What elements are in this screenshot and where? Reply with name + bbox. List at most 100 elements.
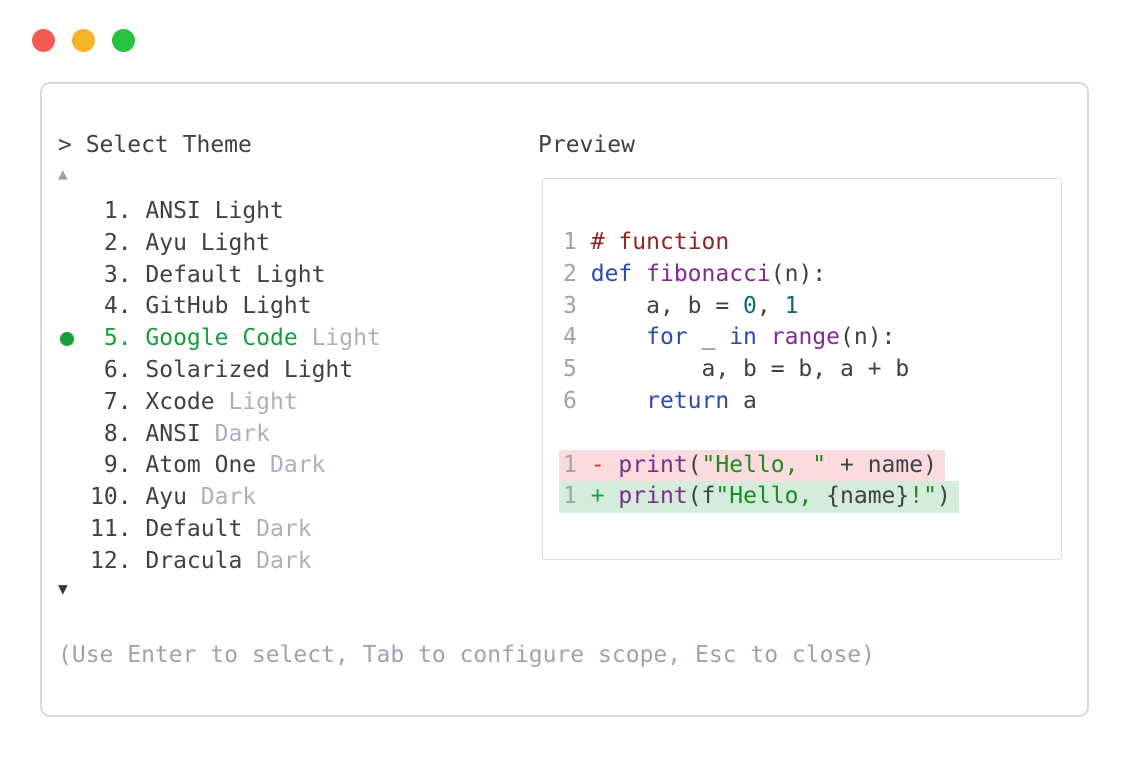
bullet-spacer xyxy=(58,482,90,514)
scroll-down-icon[interactable]: ▼ xyxy=(58,579,68,598)
line-number: 1 xyxy=(563,483,577,510)
code-token: fibonacci xyxy=(646,260,771,287)
prompt-header: > Select Theme xyxy=(58,132,252,158)
code-line-content: 4 for _ in range(n): xyxy=(563,324,895,350)
theme-picker-panel: > Select Theme ▲ 1. ANSI Light 2. Ayu Li… xyxy=(40,82,1089,717)
theme-number: 10. xyxy=(90,484,132,511)
code-token: , xyxy=(756,292,785,319)
scroll-up-icon[interactable]: ▲ xyxy=(58,164,68,183)
code-line-content: 5 a, b = b, a + b xyxy=(563,356,909,382)
code-token: ) xyxy=(936,483,951,510)
code-token: (n): xyxy=(840,324,896,351)
theme-number: 12. xyxy=(90,547,132,574)
diff-line-added: 1 + print(f"Hello, {name}!") xyxy=(559,481,1061,514)
bullet-spacer xyxy=(58,196,90,228)
theme-number: 6. xyxy=(90,356,132,383)
line-number: 5 xyxy=(563,356,577,383)
theme-variant: Light xyxy=(242,261,326,288)
theme-variant: Dark xyxy=(200,420,271,447)
code-line: 2 def fibonacci(n): xyxy=(563,259,1061,291)
line-number: 1 xyxy=(563,451,577,478)
code-line: 1 # function xyxy=(563,227,1061,259)
theme-number: 8. xyxy=(90,420,132,447)
theme-variant: Dark xyxy=(256,452,326,479)
theme-name: ANSI xyxy=(131,198,201,224)
close-button[interactable] xyxy=(32,29,55,52)
theme-variant: Light xyxy=(297,325,381,352)
code-token: in xyxy=(729,324,757,351)
theme-variant: Light xyxy=(270,356,354,383)
theme-variant: Dark xyxy=(186,484,257,511)
theme-number: 2. xyxy=(90,229,132,256)
line-number: 1 xyxy=(563,229,577,255)
theme-name: Ayu xyxy=(131,229,187,256)
theme-item-ansi-light[interactable]: 1. ANSI Light xyxy=(42,196,542,228)
line-number: 6 xyxy=(563,387,577,414)
code-token xyxy=(591,324,646,350)
code-line: 6 return a xyxy=(563,386,1061,418)
theme-name: GitHub xyxy=(131,293,229,320)
theme-item-atom-one-dark[interactable]: 9. Atom One Dark xyxy=(42,450,542,482)
code-token: range xyxy=(770,324,841,351)
theme-name: Default xyxy=(131,515,243,542)
minimize-button[interactable] xyxy=(72,29,95,52)
theme-number: 11. xyxy=(90,515,132,542)
theme-item-github-light[interactable]: 4. GitHub Light xyxy=(42,291,542,323)
theme-item-ayu-light[interactable]: 2. Ayu Light xyxy=(42,228,542,260)
theme-item-google-code-light[interactable]: 5. Google Code Light xyxy=(42,323,542,355)
code-token: {name} xyxy=(826,483,910,510)
code-token: (f xyxy=(687,483,716,510)
theme-item-ayu-dark[interactable]: 10. Ayu Dark xyxy=(42,482,542,514)
code-line: 3 a, b = 0, 1 xyxy=(563,291,1061,323)
theme-number: 3. xyxy=(90,261,132,288)
code-line-content: 3 a, b = 0, 1 xyxy=(563,293,798,319)
line-number: 4 xyxy=(563,324,577,351)
theme-name: Atom One xyxy=(131,452,257,479)
theme-name: Ayu xyxy=(131,484,187,511)
theme-variant: Dark xyxy=(242,547,312,574)
theme-item-xcode-light[interactable]: 7. Xcode Light xyxy=(42,387,542,419)
theme-list: 1. ANSI Light 2. Ayu Light 3. Default Li… xyxy=(42,196,542,578)
theme-item-default-light[interactable]: 3. Default Light xyxy=(42,260,542,292)
maximize-button[interactable] xyxy=(112,29,135,52)
green-dot-icon xyxy=(60,332,74,347)
footer-hint: (Use Enter to select, Tab to configure s… xyxy=(58,642,875,668)
code-token: print xyxy=(618,451,688,478)
bullet-spacer xyxy=(58,291,90,323)
code-token xyxy=(632,261,646,287)
code-token: a, b = b, a + b xyxy=(590,356,910,383)
bullet-spacer xyxy=(58,514,90,546)
code-token: print xyxy=(618,483,688,510)
code-token: 1 xyxy=(784,292,799,319)
code-token: + name) xyxy=(826,451,937,478)
code-line-content: 1 - print("Hello, " + name) xyxy=(559,449,945,482)
code-token: ( xyxy=(687,451,702,478)
code-token: # function xyxy=(590,229,730,255)
bullet-spacer xyxy=(58,260,90,292)
code-token: "Hello, " xyxy=(701,451,827,478)
theme-item-dracula-dark[interactable]: 12. Dracula Dark xyxy=(42,546,542,578)
code-token: a, b = xyxy=(590,292,744,319)
line-number: 3 xyxy=(563,292,577,319)
code-token: def xyxy=(590,260,633,287)
theme-name: Default xyxy=(131,261,243,288)
theme-number: 7. xyxy=(90,388,132,415)
code-token: "Hello, xyxy=(715,483,827,510)
code-token xyxy=(757,324,771,350)
code-line-content: 6 return a xyxy=(563,388,757,414)
theme-item-ansi-dark[interactable]: 8. ANSI Dark xyxy=(42,419,542,451)
code-token: (n): xyxy=(770,260,827,287)
bullet-spacer xyxy=(58,450,90,482)
line-number: 2 xyxy=(563,260,577,287)
window-controls xyxy=(32,29,135,52)
selected-indicator xyxy=(58,323,90,355)
theme-item-solarized-light[interactable]: 6. Solarized Light xyxy=(42,355,542,387)
theme-number: 1. xyxy=(90,198,132,224)
code-token: return xyxy=(590,387,730,414)
code-line: 5 a, b = b, a + b xyxy=(563,354,1061,386)
theme-item-default-dark[interactable]: 11. Default Dark xyxy=(42,514,542,546)
bullet-spacer xyxy=(58,355,90,387)
diff-line-removed: 1 - print("Hello, " + name) xyxy=(559,449,1061,482)
